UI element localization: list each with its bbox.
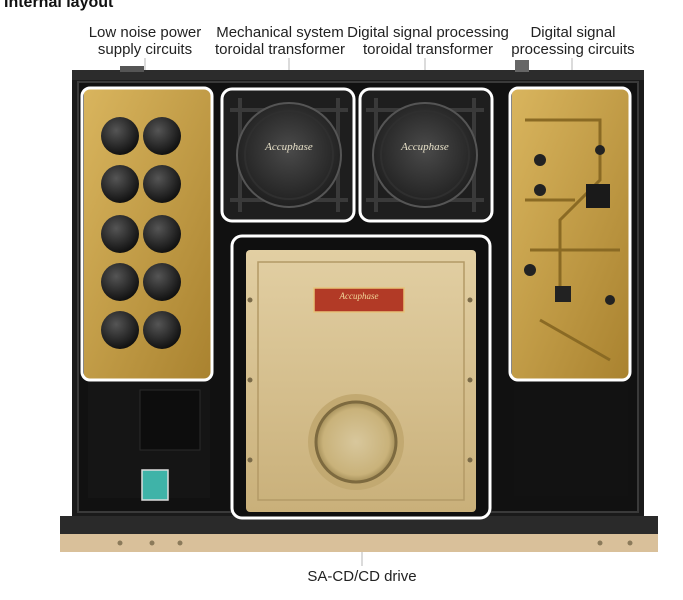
transformer-brand-1: Accuphase [264,141,313,153]
diagram-title: Internal layout [4,0,114,11]
transformer-brand-2: Accuphase [400,141,449,153]
dsp-board [512,88,630,496]
label-dsp-circuits: Digital signal processing circuits [511,24,635,58]
front-panel [60,534,658,552]
label-mechanical-transformer: Mechanical system toroidal transformer [214,24,346,58]
capacitor-bank [101,117,181,349]
section-highlights [80,86,632,520]
label-low-noise-power-supply: Low noise power supply circuits [88,24,202,58]
drive-brand: Accuphase [339,291,379,301]
label-dsp-transformer: Digital signal processing toroidal trans… [347,24,509,58]
label-sacd-drive: SA-CD/CD drive [307,568,417,585]
mechanical-transformer [224,90,354,220]
dsp-transformer [360,90,490,220]
sacd-drive [234,236,488,518]
